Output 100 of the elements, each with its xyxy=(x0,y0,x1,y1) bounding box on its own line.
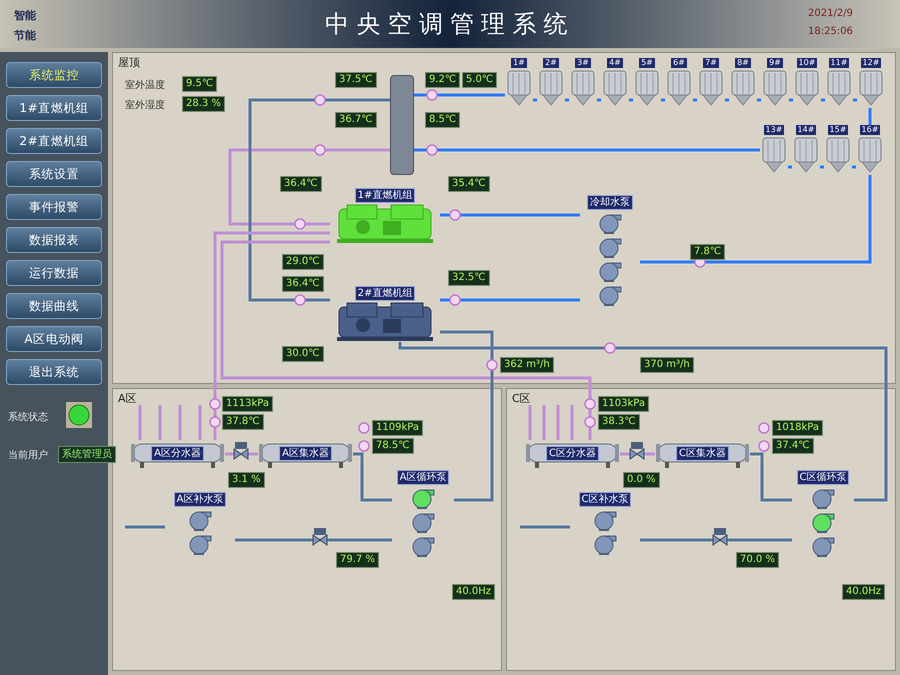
pipe-line xyxy=(757,98,761,102)
sensor-readout: 1113kPa xyxy=(222,396,273,412)
equipment-label: A区分水器 xyxy=(151,446,204,461)
pipe-line xyxy=(158,405,162,440)
sensor-readout: 7.8℃ xyxy=(690,244,726,260)
sensor-readout: 8.5℃ xyxy=(425,112,460,128)
tower-label: 5# xyxy=(639,58,655,68)
pipe-line xyxy=(693,98,697,102)
tower-label: 6# xyxy=(671,58,687,68)
sensor-readout: 79.7 % xyxy=(336,552,379,568)
tower-label: 14# xyxy=(796,125,816,135)
pipe-line xyxy=(178,405,182,440)
field-label: 室外湿度 xyxy=(125,98,165,113)
pipe-line xyxy=(440,298,580,302)
equipment-label: A区补水泵 xyxy=(174,492,226,507)
sensor-readout: 32.5℃ xyxy=(448,270,490,286)
sensor-readout: 78.5℃ xyxy=(372,438,414,454)
equipment-label: A区循环泵 xyxy=(396,470,450,485)
tower-label: 12# xyxy=(860,58,882,68)
pipe-line xyxy=(620,452,655,456)
pipe-line xyxy=(556,405,560,440)
pipe-line xyxy=(725,98,729,102)
pipe-line xyxy=(414,148,760,152)
tower-label: 2# xyxy=(543,58,559,68)
nav-button: 事件报警 xyxy=(6,194,102,220)
tower-label: 3# xyxy=(575,58,591,68)
nav-button: 系统监控 xyxy=(6,62,102,88)
pipe-line xyxy=(853,98,857,102)
nav-button: 退出系统 xyxy=(6,359,102,385)
sensor-readout: 36.7℃ xyxy=(335,112,376,128)
pipe-line xyxy=(750,452,792,502)
pipe-line xyxy=(788,166,792,168)
equipment-label: A区集水器 xyxy=(279,446,332,461)
nav-button: 1#直燃机组 xyxy=(6,95,102,121)
pipe-line xyxy=(520,526,570,528)
tower-label: 15# xyxy=(828,125,848,135)
tower-label: 8# xyxy=(735,58,751,68)
pipe-line xyxy=(528,405,532,440)
sensor-readout: 362 m³/h xyxy=(500,357,554,373)
tower-label: 11# xyxy=(828,58,850,68)
pipe-line xyxy=(440,214,580,216)
pipe-line xyxy=(629,98,633,102)
sensor-readout: 29.0℃ xyxy=(282,254,324,270)
nav-button: 数据报表 xyxy=(6,227,102,253)
tower-label: 13# xyxy=(764,125,784,135)
sensor-readout: 30.0℃ xyxy=(282,346,324,362)
pipe-line xyxy=(440,330,494,502)
tower-label: 10# xyxy=(796,58,818,68)
pipe-line xyxy=(661,98,665,102)
header-text: 2021/2/9 xyxy=(808,7,853,21)
sensor-readout: 3.1 % xyxy=(228,472,265,488)
pipe-line xyxy=(220,240,592,440)
sensor-readout: 37.8℃ xyxy=(222,414,264,430)
pipe-line xyxy=(565,98,569,102)
tower-label: 1# xyxy=(511,58,527,68)
sensor-readout: 36.4℃ xyxy=(282,276,324,292)
pipe-line xyxy=(398,342,888,502)
status-label: 当前用户 xyxy=(8,448,48,463)
sensor-readout: 36.4℃ xyxy=(280,176,322,192)
pipe-line xyxy=(820,166,824,168)
sensor-readout: 1103kPa xyxy=(598,396,649,412)
pipe-line xyxy=(228,148,390,226)
equipment-label: C区集水器 xyxy=(676,446,729,461)
pipe-line xyxy=(235,538,392,542)
sensor-readout: 9.2℃ xyxy=(425,72,460,88)
sensor-readout: 9.5℃ xyxy=(182,76,218,92)
equipment-label: C区分水器 xyxy=(546,446,599,461)
sensor-readout: 5.0℃ xyxy=(462,72,498,88)
pipe-line xyxy=(640,175,872,264)
tower-label: 4# xyxy=(607,58,623,68)
pipe-line xyxy=(542,405,546,440)
sensor-readout: 28.3 % xyxy=(182,96,225,112)
pipe-line xyxy=(353,452,392,502)
pipe-line xyxy=(138,405,142,440)
header-text: 节能 xyxy=(14,28,36,44)
nav-button: 2#直燃机组 xyxy=(6,128,102,154)
pipe-line xyxy=(414,94,505,96)
zone-title: A区 xyxy=(118,391,137,407)
pipe-line xyxy=(640,538,792,542)
pipe-line xyxy=(570,405,574,440)
equipment-label: C区补水泵 xyxy=(578,492,632,507)
header-text: 智能 xyxy=(14,8,36,24)
nav-button: 系统设置 xyxy=(6,161,102,187)
pipe-line xyxy=(789,98,793,102)
field-label: 室外温度 xyxy=(125,78,165,93)
nav-button: 运行数据 xyxy=(6,260,102,286)
sensor-readout: 35.4℃ xyxy=(448,176,490,192)
sensor-readout: 38.3℃ xyxy=(598,414,640,430)
sensor-readout: 40.0Hz xyxy=(452,584,496,600)
equipment-label: 2#直燃机组 xyxy=(354,286,416,301)
zone-title: C区 xyxy=(512,391,531,407)
tower-label: 16# xyxy=(860,125,880,135)
page-title: 中央空调管理系统 xyxy=(325,9,575,40)
sensor-readout: 37.5℃ xyxy=(335,72,376,88)
pipe-line xyxy=(248,98,390,302)
zone-title: 屋顶 xyxy=(118,55,140,71)
nav-button: A区电动阀 xyxy=(6,326,102,352)
status-label: 系统状态 xyxy=(8,410,48,425)
pipe-line xyxy=(852,166,856,168)
tower-label: 9# xyxy=(767,58,783,68)
